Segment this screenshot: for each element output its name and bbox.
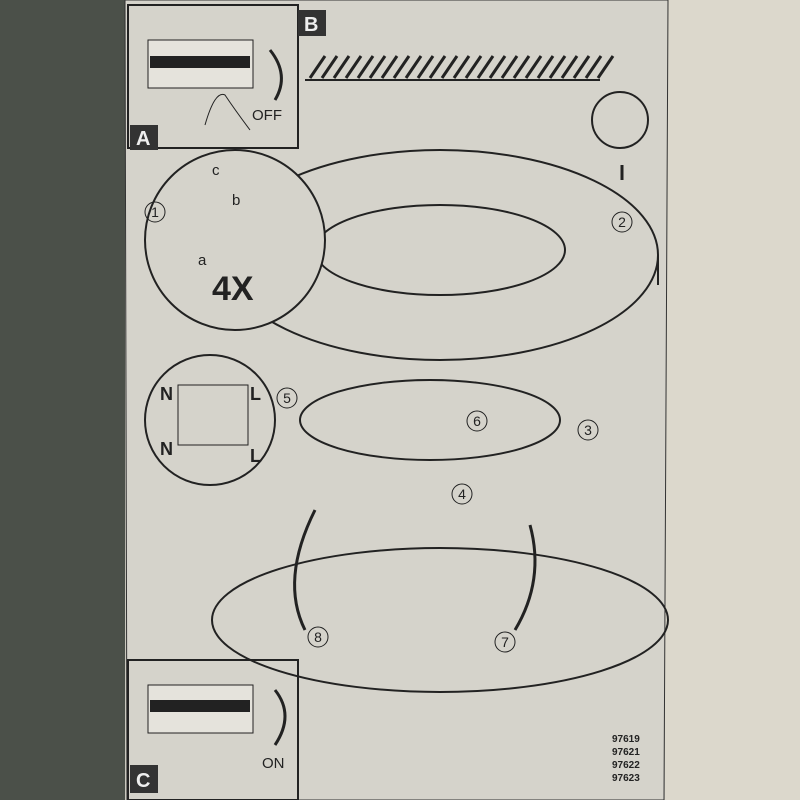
terminal-n-bottom: N bbox=[160, 439, 173, 459]
step-circle bbox=[144, 201, 166, 223]
on-label: ON bbox=[262, 755, 285, 772]
hatch-line bbox=[344, 55, 363, 79]
hatch-line bbox=[428, 55, 447, 79]
step-circle bbox=[307, 626, 329, 648]
detail-bolt bbox=[591, 91, 649, 149]
section-b-badge bbox=[298, 10, 326, 36]
step-circle bbox=[466, 410, 488, 432]
hatch-line bbox=[560, 55, 579, 79]
panel-switch-off: OFF bbox=[127, 4, 299, 149]
step-circle bbox=[276, 387, 298, 409]
panel-switch-on: ON bbox=[127, 659, 299, 800]
terminal-n-top: N bbox=[160, 384, 173, 404]
step-circle bbox=[451, 483, 473, 505]
section-c-label: C bbox=[136, 770, 150, 792]
hatch-line bbox=[452, 55, 471, 79]
model-numbers: 97619 97621 97622 97623 bbox=[612, 734, 640, 784]
hatch-line bbox=[512, 55, 531, 79]
hatch-line bbox=[572, 55, 591, 79]
hatch-line bbox=[368, 55, 387, 79]
step-number: 7 bbox=[501, 634, 509, 650]
section-a-label: A bbox=[136, 128, 150, 150]
terminal-block bbox=[177, 384, 249, 446]
hatch-line bbox=[356, 55, 375, 79]
ceiling-hatch bbox=[305, 79, 600, 81]
arrow-up-icon bbox=[273, 689, 287, 746]
hatch-line bbox=[536, 55, 555, 79]
hatch-line bbox=[584, 55, 603, 79]
model-number: 97623 bbox=[612, 773, 640, 784]
step-circle bbox=[611, 211, 633, 233]
model-number: 97619 bbox=[612, 734, 640, 745]
step-number: 5 bbox=[283, 390, 291, 406]
step-number: 4 bbox=[458, 486, 466, 502]
hatch-line bbox=[308, 55, 327, 79]
hatch-line bbox=[500, 55, 519, 79]
hatch-line bbox=[476, 55, 495, 79]
arrow-curved-icon bbox=[513, 524, 537, 631]
detail-label-count: 4X bbox=[212, 270, 254, 308]
detail-label-b: b bbox=[232, 192, 240, 209]
hatch-line bbox=[548, 55, 567, 79]
step-number: 6 bbox=[473, 413, 481, 429]
background-right bbox=[665, 0, 800, 800]
step-number: 3 bbox=[584, 422, 592, 438]
hatch-line bbox=[524, 55, 543, 79]
hatch-line bbox=[416, 55, 435, 79]
hatch-line bbox=[440, 55, 459, 79]
detail-circle-1 bbox=[144, 149, 326, 331]
detail-label-c: c bbox=[212, 162, 220, 179]
diffuser bbox=[211, 547, 669, 693]
terminal-l-bottom: L bbox=[250, 446, 261, 466]
model-number: 97622 bbox=[612, 760, 640, 771]
step-number: 2 bbox=[618, 214, 626, 230]
model-number: 97621 bbox=[612, 747, 640, 758]
step-number: 1 bbox=[151, 204, 159, 220]
off-label: OFF bbox=[252, 107, 282, 124]
hatch-line bbox=[464, 55, 483, 79]
section-b-label: B bbox=[304, 14, 318, 36]
arrow-down-icon bbox=[268, 49, 283, 101]
background-left bbox=[0, 0, 125, 800]
section-c-badge bbox=[130, 765, 158, 793]
hatch-line bbox=[392, 55, 411, 79]
step-number: 8 bbox=[314, 629, 322, 645]
hatch-line bbox=[488, 55, 507, 79]
terminal-l-top: L bbox=[250, 384, 261, 404]
section-a-badge bbox=[130, 125, 158, 150]
hand-icon bbox=[204, 93, 251, 131]
step-circle bbox=[577, 419, 599, 441]
hatch-line bbox=[596, 55, 615, 79]
hatch-line bbox=[404, 55, 423, 79]
base-plate bbox=[299, 379, 561, 461]
arrow-curved-icon bbox=[293, 509, 317, 631]
hatch-line bbox=[332, 55, 351, 79]
hatch-line bbox=[380, 55, 399, 79]
step-circle bbox=[494, 631, 516, 653]
detail-label-a: a bbox=[198, 252, 207, 269]
hatch-line bbox=[320, 55, 339, 79]
